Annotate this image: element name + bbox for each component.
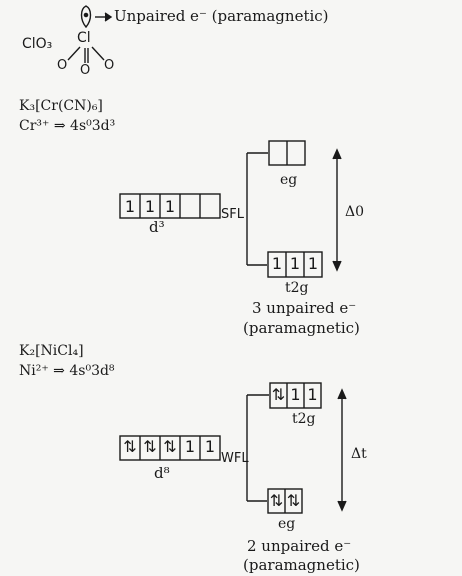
ni-eg-box-2: ⇅ bbox=[286, 491, 301, 510]
ni-delta-arrow-icon bbox=[337, 388, 347, 512]
cr-d-orbital-box-2: 1 bbox=[144, 197, 156, 216]
ni-ground-label: d⁸ bbox=[154, 464, 170, 482]
cr-field-label: SFL bbox=[221, 207, 244, 222]
ni-splitting-connector bbox=[246, 394, 269, 502]
oxygen-middle: O bbox=[80, 63, 91, 78]
cr-t2g-box-1: 1 bbox=[271, 254, 283, 273]
clo3-formula: ClO₃ bbox=[22, 36, 53, 52]
ni-t2g-boxes bbox=[269, 382, 322, 409]
cr-ground-label: d³ bbox=[149, 218, 165, 236]
ni-d-orbital-box-4: 1 bbox=[184, 437, 196, 456]
arrow-right-icon bbox=[95, 12, 113, 22]
cr-d-orbital-boxes bbox=[119, 193, 221, 219]
ni-magnetic-property: (paramagnetic) bbox=[243, 556, 360, 574]
ni-d-orbital-box-1: ⇅ bbox=[123, 437, 137, 456]
cr-complex-formula: K₃[Cr(CN)₆] bbox=[19, 98, 103, 114]
ni-t2g-label: t2g bbox=[292, 411, 316, 427]
ni-d-orbital-box-5: 1 bbox=[204, 437, 216, 456]
cr-t2g-label: t2g bbox=[285, 280, 309, 296]
cr-magnetic-property: (paramagnetic) bbox=[243, 319, 360, 337]
cr-eg-label: eg bbox=[280, 172, 298, 188]
unpaired-electron-annotation: Unpaired e⁻ (paramagnetic) bbox=[114, 7, 329, 25]
cl-o-bonds bbox=[67, 46, 105, 63]
ni-d-orbital-box-3: ⇅ bbox=[163, 437, 177, 456]
cr-d-orbital-box-3: 1 bbox=[164, 197, 176, 216]
cr-ion-configuration: Cr³⁺ ⇒ 4s⁰3d³ bbox=[19, 118, 116, 134]
cr-t2g-boxes bbox=[267, 251, 323, 278]
cr-splitting-label: Δ0 bbox=[345, 204, 365, 220]
cr-unpaired-count: 3 unpaired e⁻ bbox=[252, 299, 357, 317]
ni-unpaired-count: 2 unpaired e⁻ bbox=[247, 537, 352, 555]
ni-t2g-box-2: 1 bbox=[290, 385, 301, 404]
ni-d-orbital-boxes bbox=[119, 435, 221, 461]
ni-eg-box-1: ⇅ bbox=[269, 491, 284, 510]
cr-delta-arrow-icon bbox=[332, 148, 342, 272]
ni-t2g-box-1: ⇅ bbox=[271, 385, 286, 404]
ni-complex-formula: K₂[NiCl₄] bbox=[19, 343, 84, 359]
cr-t2g-box-2: 1 bbox=[289, 254, 301, 273]
ni-ion-configuration: Ni²⁺ ⇒ 4s⁰3d⁸ bbox=[19, 363, 115, 379]
ni-eg-label: eg bbox=[278, 516, 296, 532]
ni-d-orbital-box-2: ⇅ bbox=[143, 437, 157, 456]
cr-t2g-box-3: 1 bbox=[307, 254, 319, 273]
oxygen-right: O bbox=[104, 58, 115, 73]
oxygen-left: O bbox=[57, 58, 68, 73]
cl-atom: Cl bbox=[77, 30, 91, 46]
ni-t2g-box-3: 1 bbox=[307, 385, 318, 404]
cr-d-orbital-box-1: 1 bbox=[124, 197, 136, 216]
cr-splitting-connector bbox=[246, 152, 268, 266]
ni-splitting-label: Δt bbox=[351, 446, 367, 462]
lone-pair-icon bbox=[80, 5, 92, 29]
ni-field-label: WFL bbox=[221, 451, 249, 466]
